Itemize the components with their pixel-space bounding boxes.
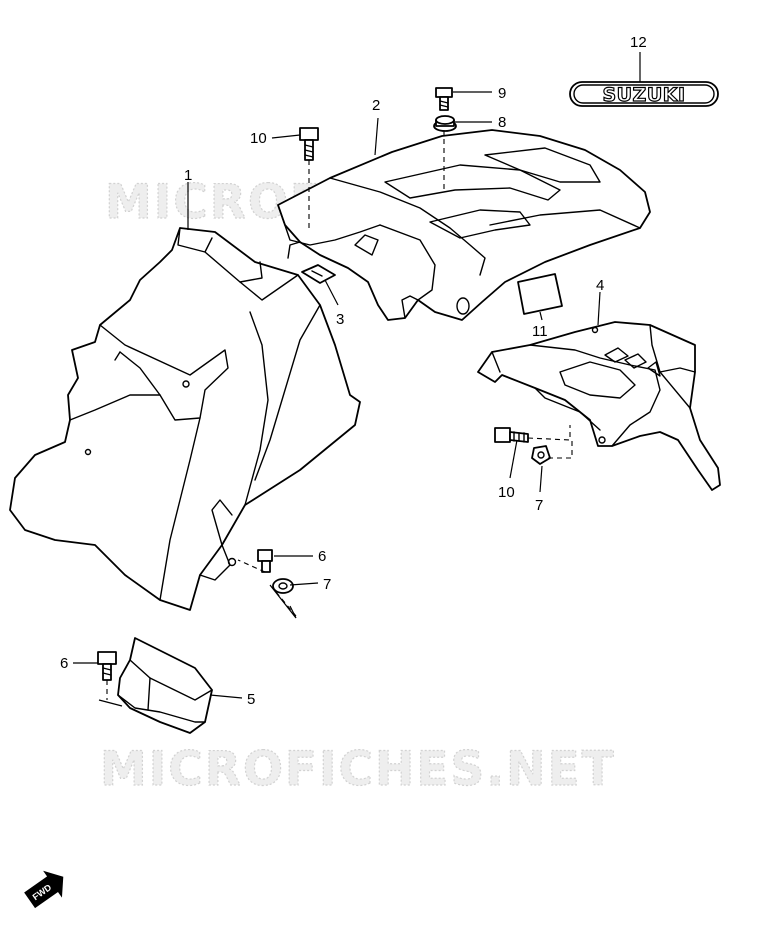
callout-10-upper: 10 <box>250 130 267 147</box>
callout-11: 11 <box>532 323 548 340</box>
fwd-arrow-icon: FWD <box>24 870 64 909</box>
callouts: 1 2 3 4 5 6 6 7 7 8 9 10 10 11 12 <box>60 34 647 708</box>
part-5-mud-flap <box>117 637 213 734</box>
callout-5: 5 <box>247 691 255 708</box>
part-9-screw <box>435 87 453 111</box>
part-7-nut-right <box>531 445 551 465</box>
callout-4: 4 <box>596 277 604 294</box>
part-12-suzuki-emblem: SUZUKI <box>569 81 719 107</box>
emblem-text: SUZUKI <box>602 84 685 106</box>
callout-2: 2 <box>372 97 380 114</box>
part-2-rear-fender <box>277 129 651 321</box>
callout-8: 8 <box>498 114 506 131</box>
part-6-bolt-mid <box>257 549 273 573</box>
part-10-bolt-lower <box>494 427 529 443</box>
part-11-pad <box>517 273 563 315</box>
callout-6-mid: 6 <box>318 548 326 565</box>
part-7-washer-mid <box>272 578 294 594</box>
callout-3: 3 <box>336 311 344 328</box>
callout-10-lower: 10 <box>498 484 515 501</box>
callout-6-lower: 6 <box>60 655 68 672</box>
part-3-clip-nut <box>301 264 336 284</box>
part-10-bolt-upper <box>299 127 319 161</box>
callout-7-right: 7 <box>535 497 543 514</box>
leader-lines <box>73 52 641 707</box>
callout-12: 12 <box>630 34 647 51</box>
part-8-grommet <box>433 115 457 132</box>
callout-7-mid: 7 <box>323 576 331 593</box>
watermark-bottom: MICROFICHES.NET <box>100 742 616 797</box>
part-6-bolt-lower <box>97 651 117 681</box>
assembly-lines <box>106 130 573 700</box>
part-4-license-bracket <box>477 321 721 491</box>
part-1-inner-fender <box>9 227 361 611</box>
callout-1: 1 <box>184 167 192 184</box>
callout-9: 9 <box>498 85 506 102</box>
